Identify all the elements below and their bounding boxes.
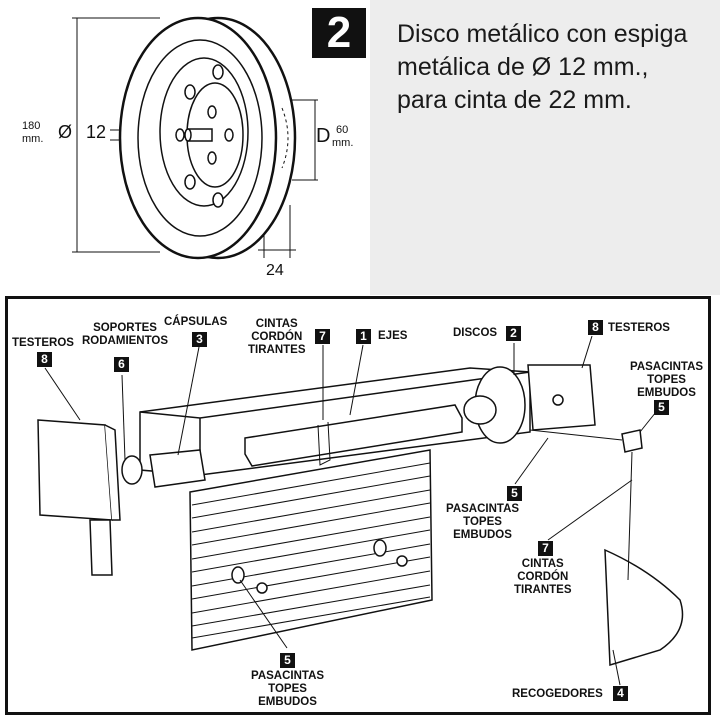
label-testeros-left: TESTEROS <box>12 337 74 349</box>
number-badge-8: 8 <box>588 320 603 335</box>
description-line: para cinta de 22 mm. <box>397 86 632 114</box>
disc-description: Disco metálico con espiga metálica de Ø … <box>397 18 717 117</box>
width-value: 24 <box>266 262 284 279</box>
label-line: EMBUDOS <box>637 387 696 399</box>
number-badge-4: 4 <box>613 686 628 701</box>
label-line: EMBUDOS <box>258 696 317 708</box>
description-panel <box>370 0 720 295</box>
label-capsulas: CÁPSULAS <box>164 316 228 328</box>
number-badge-6: 6 <box>114 357 129 372</box>
inner-diameter-letter: D <box>316 125 331 147</box>
inner-diameter-unit: mm. <box>332 137 354 149</box>
label-soportes: SOPORTES RODAMIENTOS <box>82 322 168 348</box>
label-line: RODAMIENTOS <box>82 335 169 347</box>
label-pasacintas-right: PASACINTAS TOPES EMBUDOS <box>630 361 703 400</box>
number-badge-5: 5 <box>507 486 522 501</box>
number-badge-8: 8 <box>37 352 52 367</box>
number-badge-5: 5 <box>280 653 295 668</box>
label-pasacintas-mid: PASACINTAS TOPES EMBUDOS <box>446 503 519 542</box>
label-line: TOPES <box>463 516 502 528</box>
label-pasacintas-bottom: PASACINTAS TOPES EMBUDOS <box>251 670 324 709</box>
number-badge-5: 5 <box>654 400 669 415</box>
label-line: CORDÓN <box>517 571 569 583</box>
label-testeros-right: TESTEROS <box>608 322 670 334</box>
label-line: TIRANTES <box>514 584 572 596</box>
number-badge-1: 1 <box>356 329 371 344</box>
label-line: EMBUDOS <box>453 529 512 541</box>
label-line: TIRANTES <box>248 344 306 356</box>
label-line: PASACINTAS <box>630 361 704 373</box>
label-line: CINTAS <box>255 318 298 330</box>
label-cintas-right: CINTAS CORDÓN TIRANTES <box>514 558 572 597</box>
label-cintas-top: CINTAS CORDÓN TIRANTES <box>248 318 306 357</box>
diameter-symbol: Ø <box>58 122 73 142</box>
description-line: Disco metálico con espiga <box>397 20 688 48</box>
number-badge-7: 7 <box>315 329 330 344</box>
axle-diameter-value: 12 <box>86 122 107 142</box>
label-line: SOPORTES <box>93 322 157 334</box>
outer-diameter-unit: mm. <box>22 133 44 145</box>
label-line: PASACINTAS <box>251 670 325 682</box>
disc-drawing <box>72 16 318 260</box>
label-line: TOPES <box>647 374 686 386</box>
label-line: CORDÓN <box>251 331 303 343</box>
label-recogedores: RECOGEDORES <box>512 688 603 700</box>
disc-detail-panel: 180 mm. Ø 12 D 60 mm. 24 <box>0 0 370 295</box>
inner-diameter-value: 60 <box>336 124 349 136</box>
label-ejes: EJES <box>378 330 408 342</box>
description-line: metálica de Ø 12 mm., <box>397 53 649 81</box>
label-line: CINTAS <box>521 558 564 570</box>
label-discos: DISCOS <box>453 327 498 339</box>
outer-diameter-value: 180 <box>22 120 41 132</box>
item-number-badge: 2 <box>312 8 366 58</box>
label-line: PASACINTAS <box>446 503 520 515</box>
label-line: TOPES <box>268 683 307 695</box>
number-badge-3: 3 <box>192 332 207 347</box>
number-badge-2: 2 <box>506 326 521 341</box>
number-badge-7: 7 <box>538 541 553 556</box>
